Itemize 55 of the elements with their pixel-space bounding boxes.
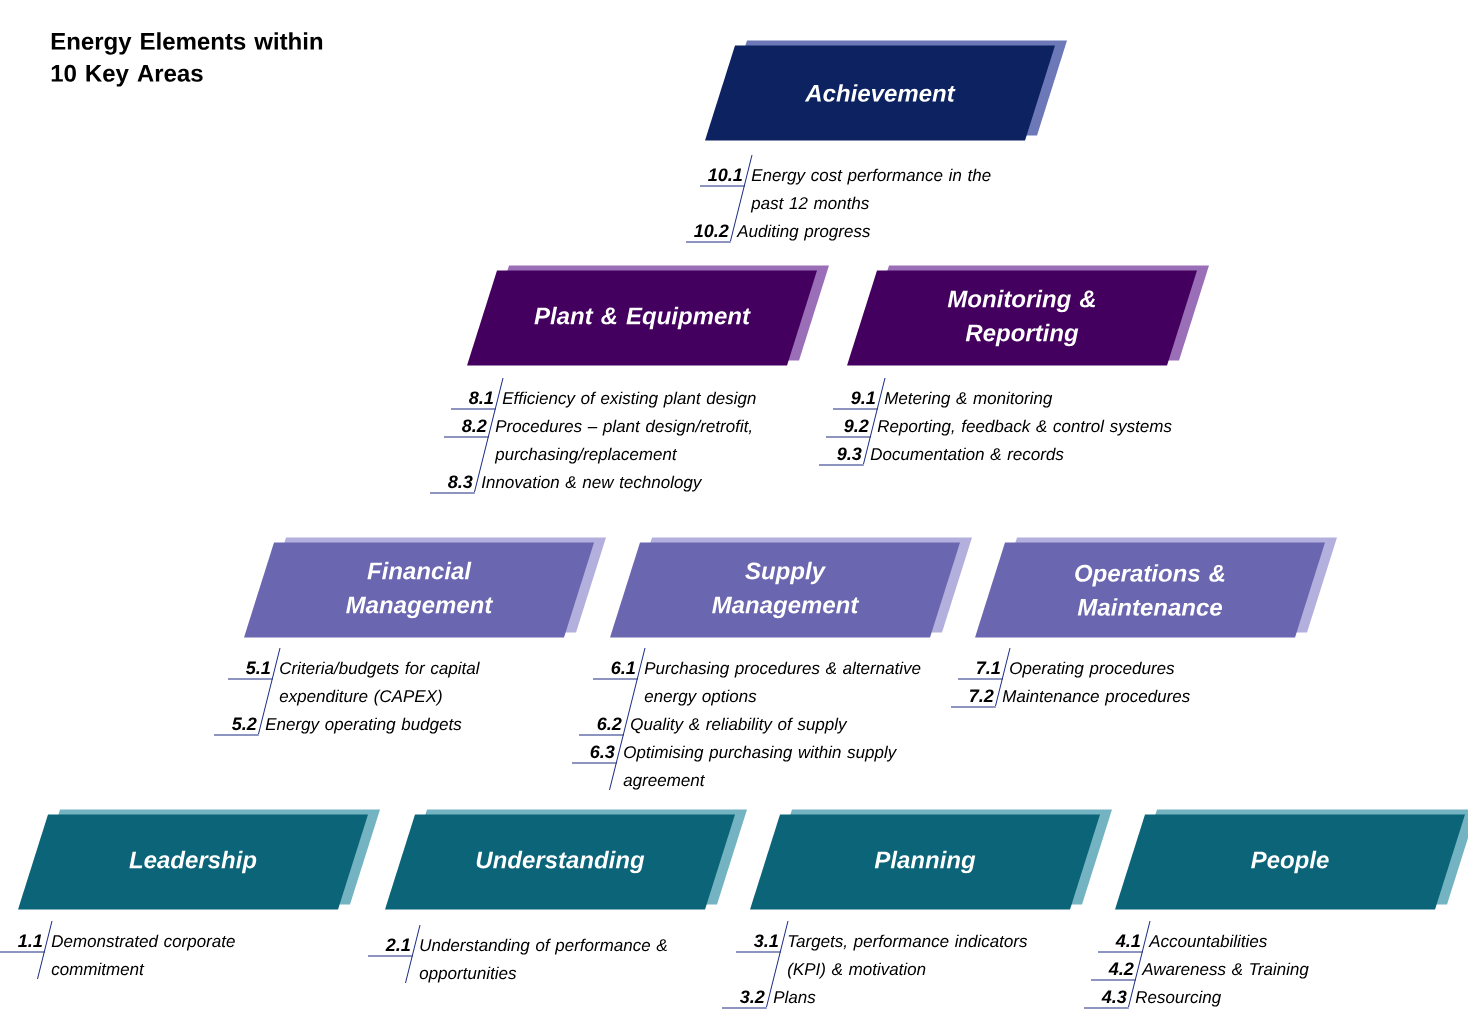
item-number: 9.3 xyxy=(818,447,865,466)
item-number: 3.1 xyxy=(735,934,782,953)
item-text: Targets, performance indicators (KPI) & motivation xyxy=(788,934,1028,979)
item-number: 10.1 xyxy=(699,168,746,187)
area-banner: Operations & Maintenance xyxy=(975,537,1337,638)
item-text: Documentation & records xyxy=(870,447,1064,461)
area-banner: Financial Management xyxy=(244,537,606,638)
item-number: 9.2 xyxy=(825,419,872,438)
item-number: 5.2 xyxy=(213,717,260,736)
area-banner: People xyxy=(1115,809,1468,910)
area-banner: Plant & Equipment xyxy=(467,265,829,366)
item-number: 10.2 xyxy=(685,224,732,243)
item-text: Understanding of performance & opportunities xyxy=(419,938,667,983)
item-text: Criteria/budgets for capital expenditure (CAPEX) xyxy=(279,661,480,706)
item-text: Reporting, feedback & control systems xyxy=(877,419,1172,436)
item-number: 6.2 xyxy=(578,717,625,736)
title: Energy Elements within 10 Key Areas xyxy=(51,32,323,87)
item-number: 4.3 xyxy=(1083,990,1130,1009)
item-text: Plans xyxy=(773,990,816,1004)
item-number: 6.3 xyxy=(571,745,618,764)
item-text: Quality & reliability of supply xyxy=(631,717,848,734)
area-banner: Planning xyxy=(750,809,1112,910)
item-number: 7.2 xyxy=(950,689,997,708)
item-text: Accountabilities xyxy=(1148,934,1267,948)
item-text: Efficiency of existing plant design xyxy=(502,391,756,408)
item-text: Demonstrated corporate commitment xyxy=(51,934,235,976)
item-number: 1.1 xyxy=(0,934,46,953)
item-text: Purchasing procedures & alternative energy options xyxy=(644,661,921,706)
item-text: Auditing progress xyxy=(736,224,871,241)
item-number: 4.1 xyxy=(1097,934,1144,953)
item-number: 2.1 xyxy=(367,938,414,957)
area-banner: Monitoring & Reporting xyxy=(847,265,1209,366)
item-text: Energy cost performance in the past 12 months xyxy=(750,168,991,213)
item-text: Operating procedures xyxy=(1010,661,1175,678)
item-number: 9.1 xyxy=(832,391,879,410)
item-number: 3.2 xyxy=(721,990,768,1009)
item-number: 8.3 xyxy=(429,475,476,494)
item-text: Resourcing xyxy=(1135,990,1221,1007)
item-text: Maintenance procedures xyxy=(1002,689,1190,706)
item-text: Optimising purchasing within supply agreement xyxy=(623,745,898,790)
item-number: 8.2 xyxy=(443,419,490,438)
item-text: Metering & monitoring xyxy=(884,391,1053,408)
area-banner: Supply Management xyxy=(610,537,972,638)
item-text: Energy operating budgets xyxy=(265,717,462,734)
area-banner: Leadership xyxy=(18,809,380,910)
item-number: 8.1 xyxy=(450,391,497,410)
item-text: Innovation & new technology xyxy=(481,475,703,492)
item-number: 5.1 xyxy=(227,661,274,680)
item-number: 6.1 xyxy=(592,661,639,680)
area-banner: Achievement xyxy=(705,40,1067,141)
area-banner: Understanding xyxy=(385,809,747,910)
item-number: 4.2 xyxy=(1090,962,1137,981)
item-number: 7.1 xyxy=(957,661,1004,680)
item-text: Procedures – plant design/retrofit, purchasing/replacement xyxy=(494,419,752,464)
item-text: Awareness & Training xyxy=(1141,962,1309,979)
